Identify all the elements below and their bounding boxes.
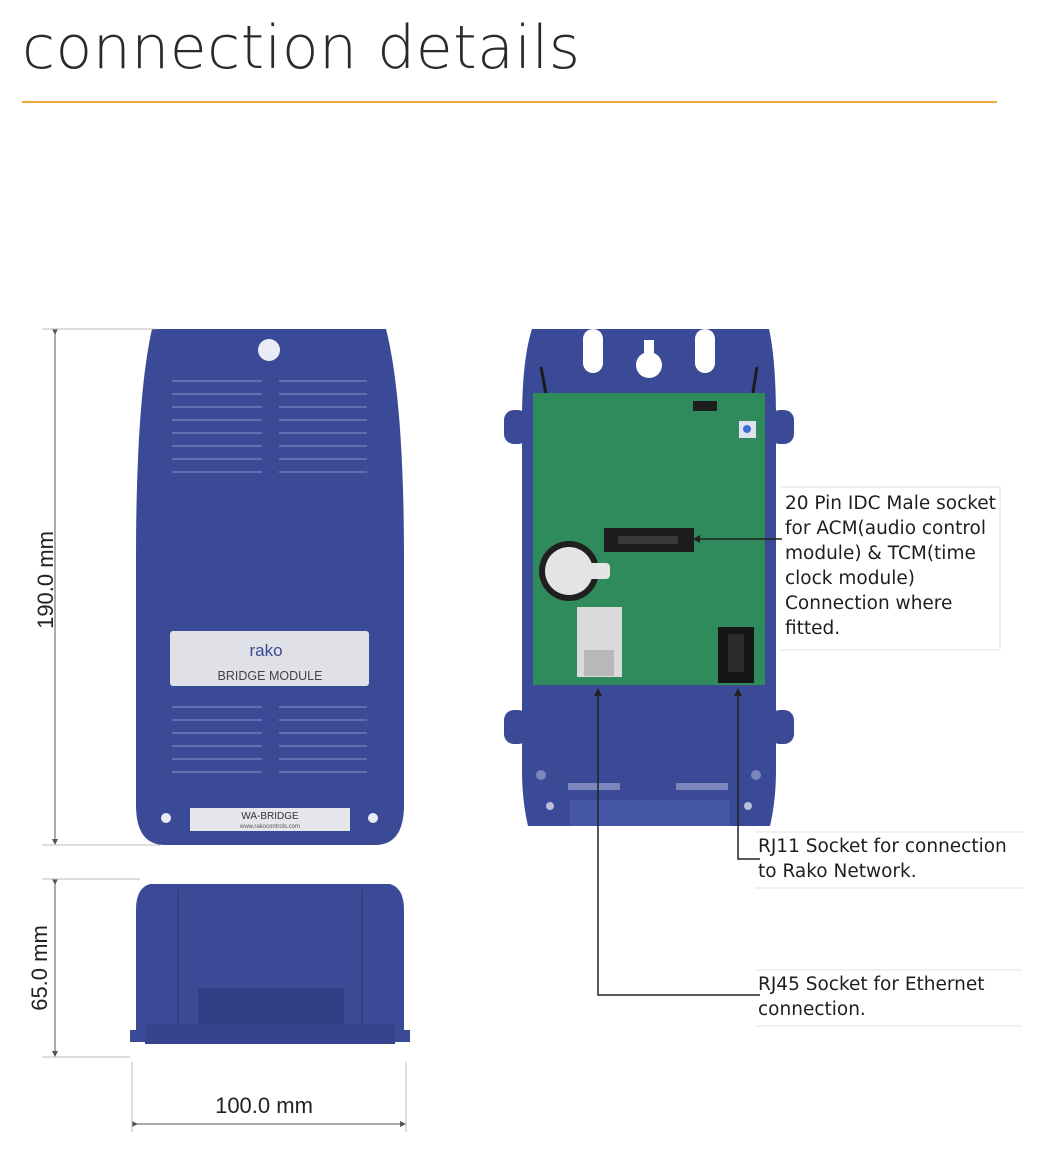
mounting-screw-hole	[258, 339, 280, 361]
front-view-enclosure: rako BRIDGE MODULE WA-BRIDGE www.rakocon…	[136, 329, 404, 845]
callout-rj45-text: RJ45 Socket for Ethernet connection.	[758, 974, 985, 1020]
model-tag-plate	[190, 808, 350, 831]
page-title: connection details	[22, 13, 581, 83]
website-text: www.rakocontrols.com	[239, 824, 300, 830]
top-vent-slots	[172, 380, 367, 473]
product-label-plate	[170, 631, 369, 686]
callout-idc-text: 20 Pin IDC Male socket for ACM(audio con…	[785, 493, 996, 639]
enclosure-base-details	[536, 770, 761, 826]
callout-frames	[755, 486, 1022, 1027]
callout-rj11-text: RJ11 Socket for connection to Rako Netwo…	[758, 836, 1007, 882]
module-name-text: BRIDGE MODULE	[218, 669, 323, 683]
callout-rj11-socket: RJ11 Socket for connection to Rako Netwo…	[758, 834, 1020, 884]
brand-logo-text: rako	[249, 641, 282, 660]
width-dimension-label: 100.0 mm	[215, 1093, 313, 1118]
title-divider	[22, 101, 997, 103]
leader-lines	[594, 535, 782, 996]
callout-idc-socket: 20 Pin IDC Male socket for ACM(audio con…	[785, 491, 1015, 641]
callout-rj45-socket: RJ45 Socket for Ethernet connection.	[758, 972, 1020, 1022]
depth-dimension-label: 65.0 mm	[27, 925, 52, 1011]
bottom-vent-slots	[172, 706, 367, 773]
side-view-enclosure	[130, 884, 410, 1044]
dimension-lines	[42, 328, 407, 1132]
height-dimension-label: 190.0 mm	[33, 531, 58, 629]
model-tag-text: WA-BRIDGE	[241, 811, 299, 822]
